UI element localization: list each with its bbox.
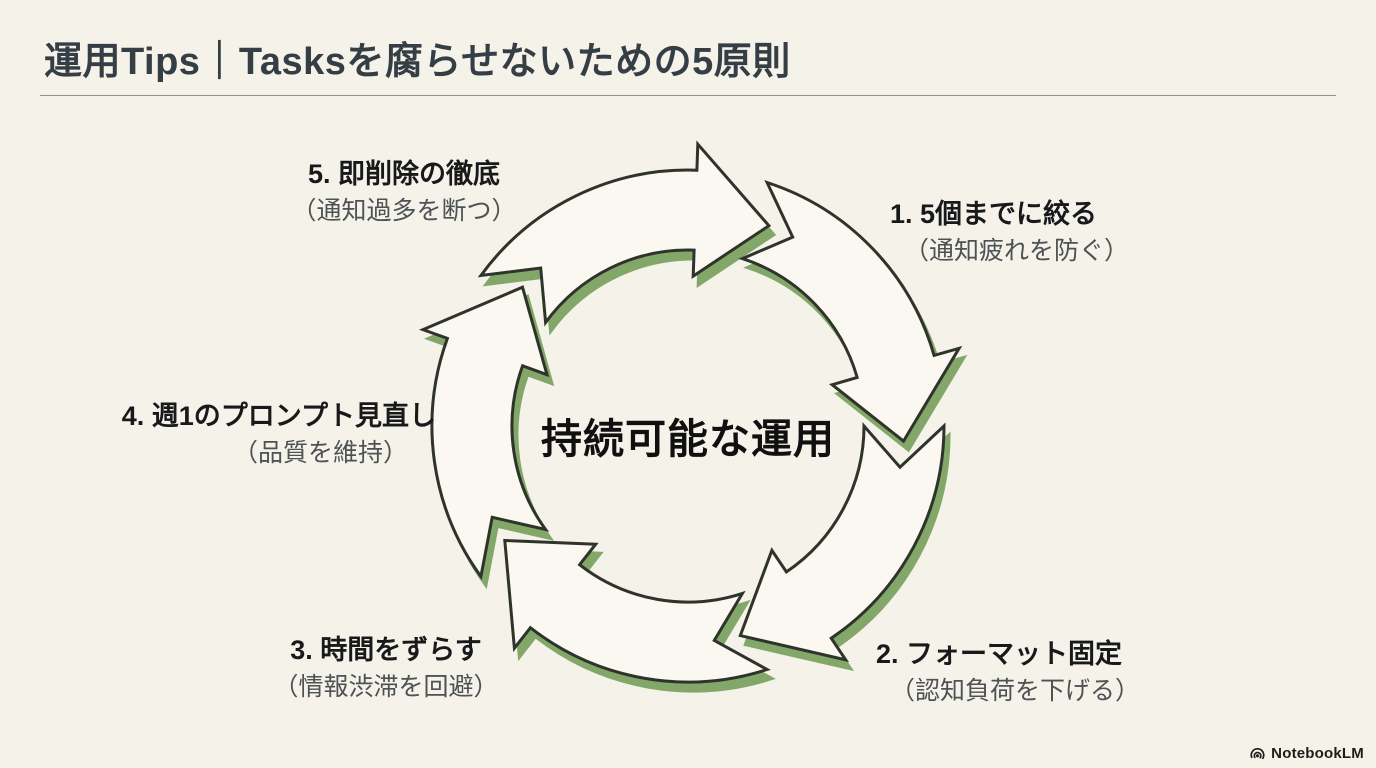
notebooklm-logo: NotebookLM [1249,745,1364,762]
principle-4: 4. 週1のプロンプト見直し （品質を維持） [88,399,436,473]
notebooklm-wordmark: NotebookLM [1271,745,1364,762]
title-divider [40,95,1336,96]
page-title: 運用Tips｜Tasksを腐らせないための5原則 [44,41,791,83]
principle-1: 1. 5個までに絞る （通知疲れを防ぐ） [890,197,1129,271]
principle-1-note: （通知疲れを防ぐ） [904,237,1130,265]
principle-2-note: （認知負荷を下げる） [890,677,1141,705]
principle-5-note: （通知過多を断つ） [291,197,517,225]
principle-1-label: 1. 5個までに絞る [890,199,1098,229]
principle-3-note: （情報渋滞を回避） [273,673,499,701]
principle-3: 3. 時間をずらす （情報渋滞を回避） [252,633,520,707]
principle-5: 5. 即削除の徹底 （通知過多を断つ） [270,157,538,231]
principle-5-label: 5. 即削除の徹底 [307,159,501,189]
principle-2: 2. フォーマット固定 （認知負荷を下げる） [876,637,1140,711]
cycle-center-label: 持続可能な運用 [541,416,835,462]
principle-3-label: 3. 時間をずらす [290,635,482,665]
notebooklm-icon [1250,747,1265,760]
principle-4-note: （品質を維持） [232,439,408,467]
principle-2-label: 2. フォーマット固定 [876,639,1123,669]
principle-4-label: 4. 週1のプロンプト見直し [121,401,436,431]
